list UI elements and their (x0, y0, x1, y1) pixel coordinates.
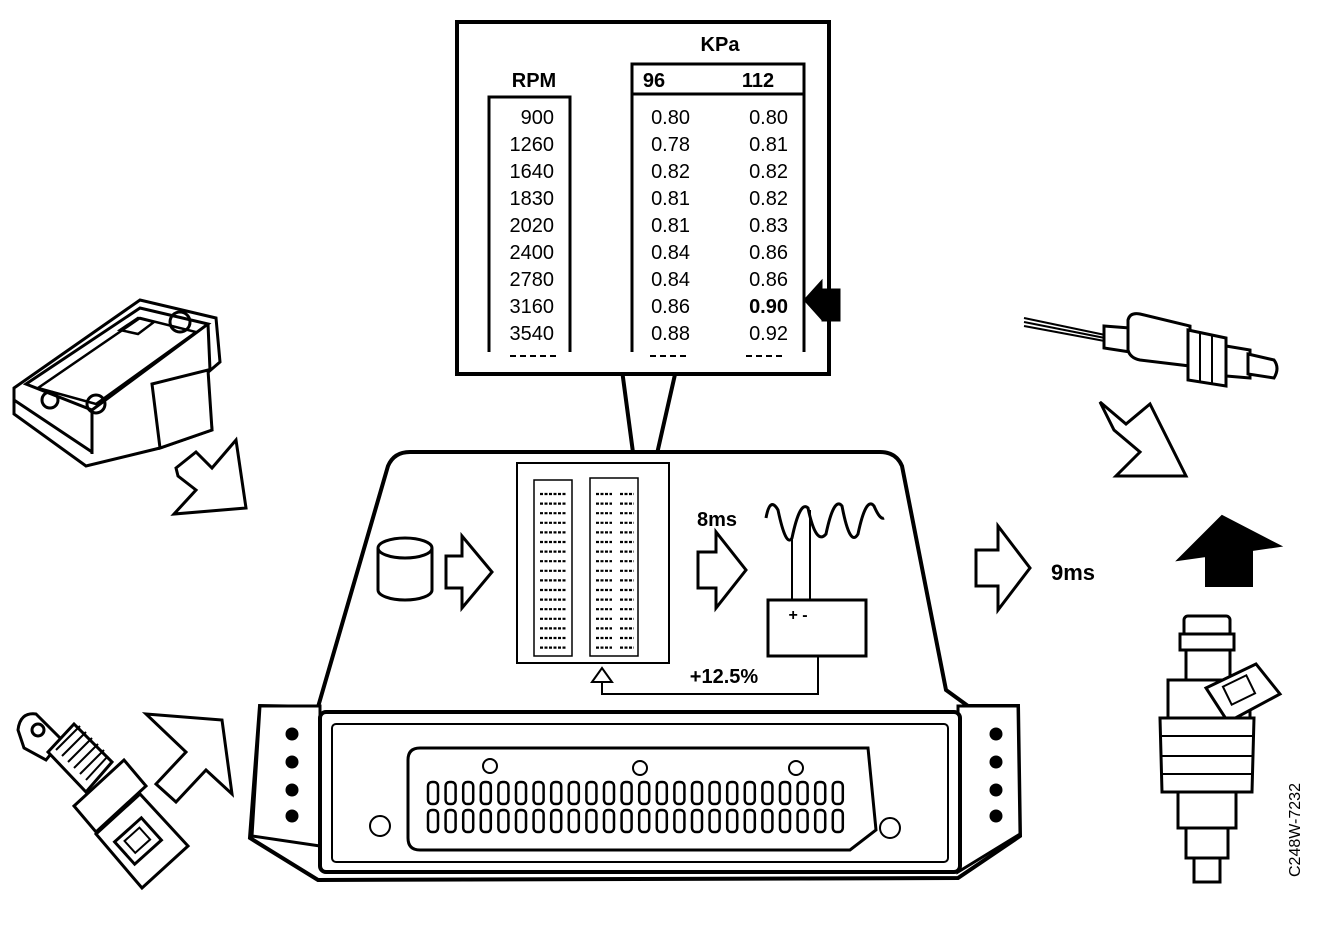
value-112-cell: 0.86 (749, 242, 788, 264)
value-112-cell: 0.82 (749, 161, 788, 183)
output-arrow (974, 521, 1032, 615)
value-96-cell: 0.84 (651, 269, 690, 291)
oxygen-sensor-arrow (1098, 400, 1189, 478)
highlight-pointer-arrow (803, 278, 841, 322)
rpm-cell: 1260 (510, 134, 555, 156)
value-96-cell: 0.82 (651, 161, 690, 183)
injector-waveform (764, 502, 885, 542)
value-112-cell: 0.82 (749, 188, 788, 210)
table-row: 3540 0.88 0.92 (510, 323, 789, 345)
value-96-cell: 0.88 (651, 323, 690, 345)
terminals-label: + - (788, 607, 807, 624)
table-row: 3160 0.86 0.90 (510, 296, 789, 318)
rpm-cell: 900 (521, 107, 554, 129)
pressure-column-96: 96 (643, 70, 665, 92)
voltage-correction-box (766, 598, 868, 658)
value-96-cell: 0.86 (651, 296, 690, 318)
base-pulse-arrow (696, 527, 748, 613)
table-row: 1640 0.82 0.82 (510, 161, 789, 183)
table-row: 2400 0.84 0.86 (510, 242, 789, 264)
rpm-header: RPM (512, 70, 556, 92)
injector-arrow (1175, 514, 1284, 587)
lookup-table-frame (455, 20, 831, 376)
table-row: 900 0.80 0.80 (521, 107, 788, 129)
rpm-cell: 2400 (510, 242, 555, 264)
table-row: 1260 0.78 0.81 (510, 134, 789, 156)
lookup-table-rows: 900 0.80 0.80 1260 0.78 0.81 1640 0.82 0.82 1830 0… (510, 107, 789, 345)
value-112-cell: 0.80 (749, 107, 788, 129)
right-mount-flange (956, 704, 1022, 875)
rpm-cell: 3160 (510, 296, 555, 318)
pressure-unit-label: KPa (701, 34, 741, 56)
correction-label: +12.5% (690, 666, 759, 688)
table-row: 1830 0.81 0.82 (510, 188, 789, 210)
value-112-cell: 0.92 (749, 323, 788, 345)
left-mount-flange (250, 704, 322, 848)
value-96-cell: 0.81 (651, 215, 690, 237)
value-96-cell: 0.78 (651, 134, 690, 156)
rpm-cell: 1640 (510, 161, 555, 183)
temperature-sensor-arrow (141, 712, 235, 805)
value-112-cell: 0.81 (749, 134, 788, 156)
pressure-column-frame (630, 62, 806, 352)
rpm-cell: 2020 (510, 215, 555, 237)
temperature-sensor (16, 712, 191, 891)
fuel-injector (1158, 614, 1283, 884)
pressure-column-112: 112 (742, 70, 774, 92)
mini-lookup-table (516, 462, 670, 664)
rpm-cell: 1830 (510, 188, 555, 210)
value-112-cell: 0.83 (749, 215, 788, 237)
rpm-column-frame (487, 95, 572, 352)
rpm-cell: 2780 (510, 269, 555, 291)
value-96-cell: 0.80 (651, 107, 690, 129)
map-sensor (12, 298, 222, 468)
output-pulse-label: 9ms (1051, 560, 1095, 585)
feedback-arrowhead (590, 666, 614, 683)
connector-pins (426, 780, 845, 834)
feedback-line (601, 656, 819, 695)
input-arrow (444, 531, 494, 613)
figure-code: C248W-7232 (1287, 783, 1304, 877)
oxygen-sensor (1023, 312, 1279, 388)
air-volume-cylinder (376, 536, 434, 602)
map-sensor-arrow (170, 436, 248, 516)
ecu-module: 8ms + - +12.5% (247, 450, 1023, 883)
lookup-table-callout: KPa RPM 96 112 900 0.80 0.80 1260 0.78 0.81 16… (455, 20, 841, 521)
table-row: 2020 0.81 0.83 (510, 215, 789, 237)
rpm-cell: 3540 (510, 323, 555, 345)
table-row: 2780 0.84 0.86 (510, 269, 789, 291)
base-pulse-label: 8ms (697, 509, 737, 531)
value-96-cell: 0.81 (651, 188, 690, 210)
highlighted-value-cell: 0.90 (749, 296, 788, 318)
value-96-cell: 0.84 (651, 242, 690, 264)
value-112-cell: 0.86 (749, 269, 788, 291)
